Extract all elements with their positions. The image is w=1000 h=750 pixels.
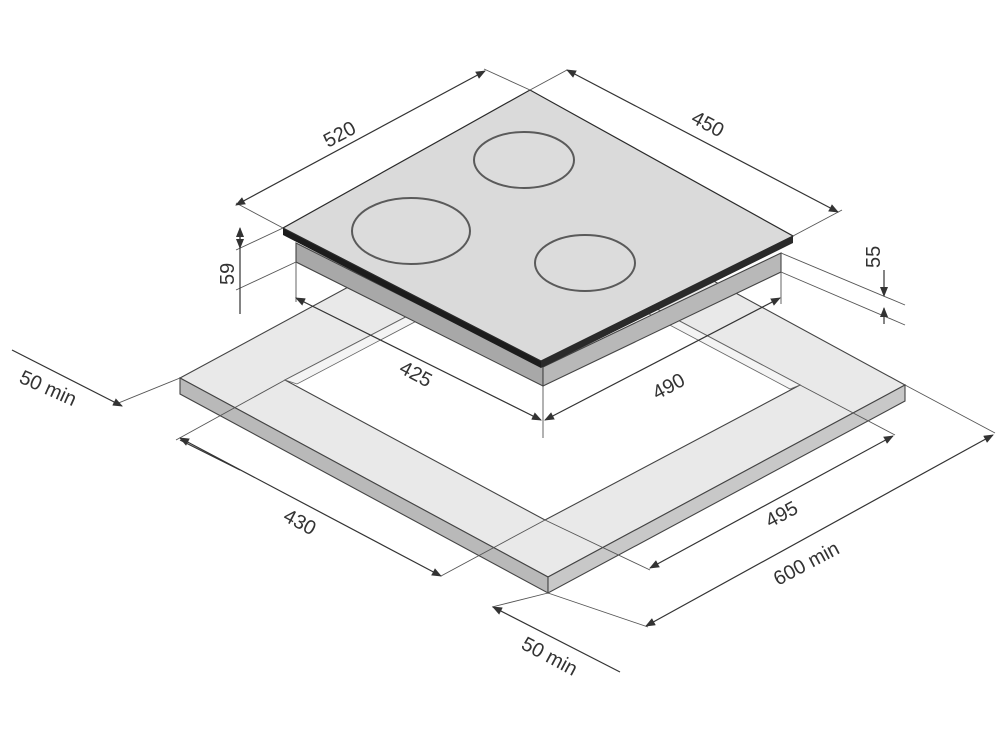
label-countertop-depth: 430 xyxy=(280,505,320,540)
label-hob-width: 520 xyxy=(320,117,360,152)
label-cutout-depth: 425 xyxy=(396,357,436,392)
burner-ring-icon xyxy=(351,197,471,265)
dimension-lines xyxy=(11,68,996,673)
burner-ring-icon xyxy=(473,131,575,189)
label-hob-height-total: 59 xyxy=(217,263,239,285)
countertop-side-right xyxy=(547,384,906,594)
dim-line-50min-left xyxy=(11,349,123,407)
dim-line-50min-front xyxy=(492,606,621,673)
dim-line-520 xyxy=(235,70,486,206)
dim-line-430 xyxy=(179,437,442,577)
label-clearance-left: 50 min xyxy=(16,366,80,411)
burner-ring-icon xyxy=(534,234,636,292)
label-hob-height-body: 55 xyxy=(863,246,885,268)
label-countertop-min-width: 600 min xyxy=(770,538,843,591)
dim-line-490 xyxy=(544,297,781,421)
dim-line-600min xyxy=(645,434,994,627)
dim-line-450 xyxy=(566,69,839,213)
label-cutout-width: 490 xyxy=(649,369,689,404)
label-clearance-front: 50 min xyxy=(518,633,581,681)
countertop-side-left xyxy=(179,377,549,594)
label-countertop-width: 495 xyxy=(762,497,802,532)
dim-line-425 xyxy=(295,297,542,421)
